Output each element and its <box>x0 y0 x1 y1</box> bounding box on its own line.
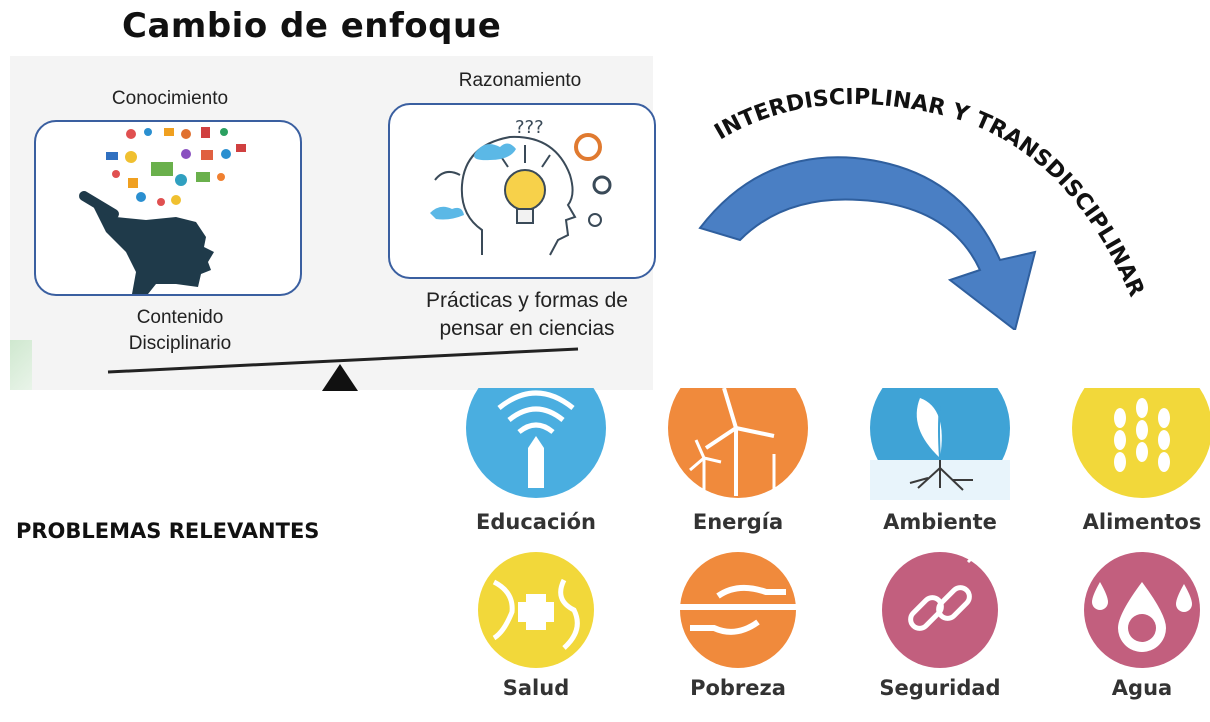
svg-text:???: ??? <box>515 117 544 138</box>
decorative-corner <box>10 340 32 390</box>
fulcrum-icon <box>322 364 358 391</box>
topic-energia: Energía <box>658 388 818 558</box>
chain-link-icon <box>882 552 998 668</box>
topic-educacion: Educación <box>456 388 616 558</box>
wind-turbine-icon <box>668 388 808 498</box>
topic-ambiente: Ambiente <box>860 388 1020 558</box>
globe-cross-icon <box>478 552 594 668</box>
lightbulb-head-icon: ??? <box>430 117 612 256</box>
balance-beam <box>107 347 579 374</box>
water-drop-globe-icon <box>1084 552 1200 668</box>
disciplinary-content-caption: Contenido Disciplinario <box>60 305 300 357</box>
topic-label: Seguridad <box>879 676 1001 700</box>
topic-seguridad: Seguridad <box>860 552 1020 722</box>
pencil-wifi-icon <box>466 388 606 498</box>
plant-roots-icon <box>870 388 1010 500</box>
caption-line: Contenido <box>136 307 224 328</box>
relevant-problems-label: PROBLEMAS RELEVANTES <box>16 519 320 543</box>
topic-label: Agua <box>1111 676 1173 700</box>
caption-line: Disciplinario <box>128 333 232 354</box>
knowledge-panel <box>34 120 302 296</box>
reasoning-panel: ??? <box>388 103 656 279</box>
knowledge-heading: Conocimiento <box>111 88 229 109</box>
topic-label: Educación <box>476 510 596 534</box>
balance-scale <box>107 347 579 391</box>
topic-label: Alimentos <box>1082 510 1202 534</box>
topic-label: Pobreza <box>690 676 786 700</box>
topic-agua: Agua <box>1062 552 1210 722</box>
topic-label: Salud <box>502 676 570 700</box>
open-head-icon <box>79 127 246 294</box>
page-title: Cambio de enfoque <box>122 6 502 46</box>
topic-pobreza: Pobreza <box>658 552 818 722</box>
svg-text:INTERDISCIPLINAR Y TRANSDISCIP: INTERDISCIPLINAR Y TRANSDISCIPLINAR <box>710 85 1148 301</box>
caption-line: Prácticas y formas de <box>426 289 628 312</box>
caption-line: pensar en ciencias <box>439 317 615 340</box>
arrow-label: INTERDISCIPLINAR Y TRANSDISCIPLINAR <box>710 85 1148 301</box>
topic-salud: Salud <box>456 552 616 722</box>
practices-caption: Prácticas y formas de pensar en ciencias <box>392 287 662 343</box>
wheat-icon <box>1072 388 1210 498</box>
reasoning-heading: Razonamiento <box>458 70 582 91</box>
topic-label: Energía <box>692 510 784 534</box>
helping-hands-icon <box>678 552 798 668</box>
topic-alimentos: Alimentos <box>1062 388 1210 558</box>
topic-label: Ambiente <box>883 510 997 534</box>
curved-arrow-icon <box>698 156 1037 330</box>
